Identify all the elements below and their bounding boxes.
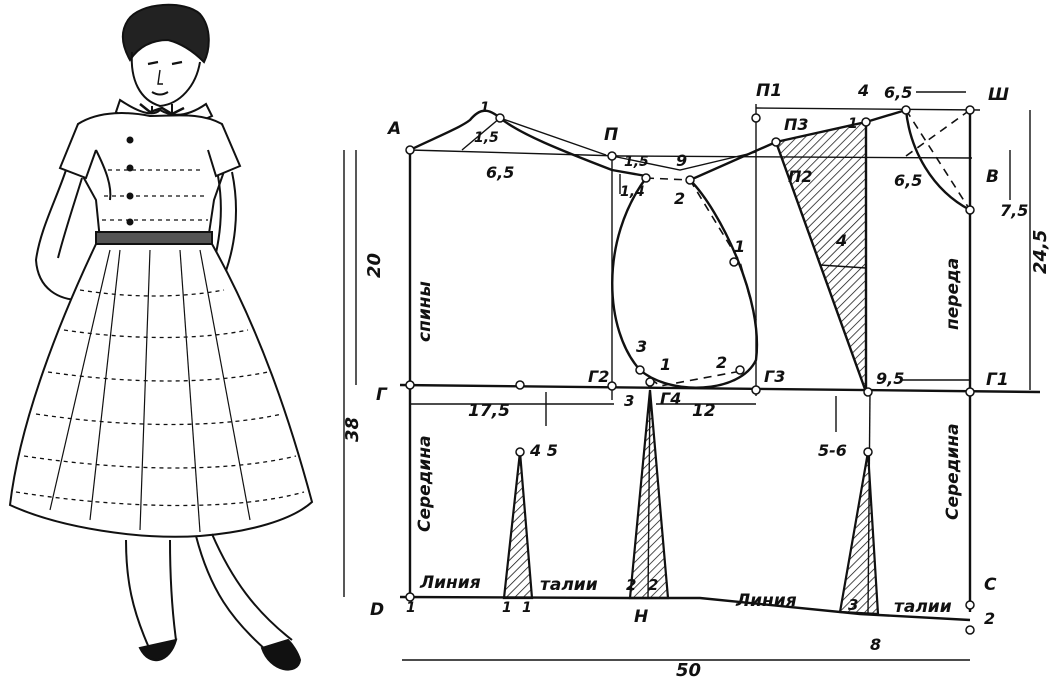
measure-4-5: 4 5 [529, 441, 558, 460]
point-label-g4: Г4 [660, 389, 681, 408]
point-label-p3: П3 [784, 115, 809, 134]
measure-7-5: 7,5 [1000, 201, 1028, 220]
measure-2-d: 2 [626, 576, 636, 594]
measure-20: 20 [364, 253, 385, 278]
woman-in-dress-illustration [8, 3, 314, 671]
back-waist-dart [502, 451, 534, 600]
waist-line [399, 595, 971, 622]
measure-1-back: 1 [480, 100, 490, 116]
measure-3-d: 3 [848, 596, 858, 614]
point-label-g1: Г1 [986, 370, 1009, 390]
chest-line [399, 383, 1041, 394]
point-label-p1: П1 [756, 81, 782, 101]
measure-12: 12 [692, 401, 716, 421]
measure-2-d2: 2 [648, 576, 658, 594]
measure-1-d1: 1 [502, 600, 512, 616]
label-back-2: спины [415, 281, 435, 342]
measure-5-6: 5-6 [818, 441, 847, 460]
bodice-pattern-construction [343, 91, 1041, 661]
measure-17-5: 17,5 [468, 401, 510, 421]
pattern-labels: А Г D П П1 П2 П3 Г1 Г2 Г3 Г4 Ш В С Н спи… [342, 81, 1050, 681]
front-neckline [904, 109, 971, 212]
point-label-p: П [604, 125, 618, 145]
measure-1-d: 1 [406, 600, 416, 616]
measure-2-arm: 2 [674, 189, 685, 208]
point-label-g3: Г3 [764, 367, 785, 386]
label-waist-2: талии [540, 575, 598, 595]
measure-1-5-b: 1,5 [624, 154, 649, 170]
label-waist-4: талии [894, 597, 952, 617]
measure-4-dart: 4 [835, 231, 847, 250]
point-label-sh: Ш [988, 85, 1009, 105]
measure-9: 9 [676, 151, 687, 170]
point-label-g2: Г2 [588, 367, 609, 386]
measure-4-top: 4 [857, 81, 869, 100]
front-shoulder-dart [774, 120, 868, 393]
measure-6-5-neck: 6,5 [894, 171, 922, 190]
measure-2-c: 2 [984, 609, 995, 628]
point-label-p2: П2 [788, 167, 813, 186]
measure-2-bot: 2 [716, 353, 727, 372]
measure-1-4: 1,4 [620, 184, 645, 200]
measure-38: 38 [342, 417, 363, 442]
measure-3-arm: 3 [636, 337, 647, 356]
point-label-d: D [370, 600, 384, 620]
measure-6-5-top: 6,5 [884, 83, 912, 102]
point-label-c: С [984, 575, 997, 595]
front-waist-dart [838, 451, 880, 616]
label-front-1: Середина [943, 423, 963, 520]
measure-1-bot: 1 [660, 355, 671, 374]
point-label-v: В [986, 167, 999, 187]
measure-1-arm: 1 [734, 237, 745, 256]
point-label-a: А [386, 119, 401, 139]
measure-9-5: 9,5 [876, 369, 904, 388]
measure-1-sh: 1 [848, 116, 858, 132]
measure-6-5-back: 6,5 [486, 163, 514, 182]
measure-50: 50 [676, 660, 701, 681]
point-label-h: Н [634, 607, 648, 627]
measure-3-g: 3 [624, 392, 634, 410]
measure-8: 8 [870, 635, 881, 654]
label-front-2: переда [943, 258, 963, 330]
measure-24-5: 24,5 [1030, 230, 1050, 274]
label-back-1: Середина [415, 435, 435, 532]
label-waist-1: Линия [419, 573, 481, 593]
measure-1-d2: 1 [522, 600, 532, 616]
label-waist-3: Линия [735, 591, 797, 611]
point-label-g: Г [376, 385, 388, 405]
measure-1-5-a: 1,5 [474, 130, 499, 146]
